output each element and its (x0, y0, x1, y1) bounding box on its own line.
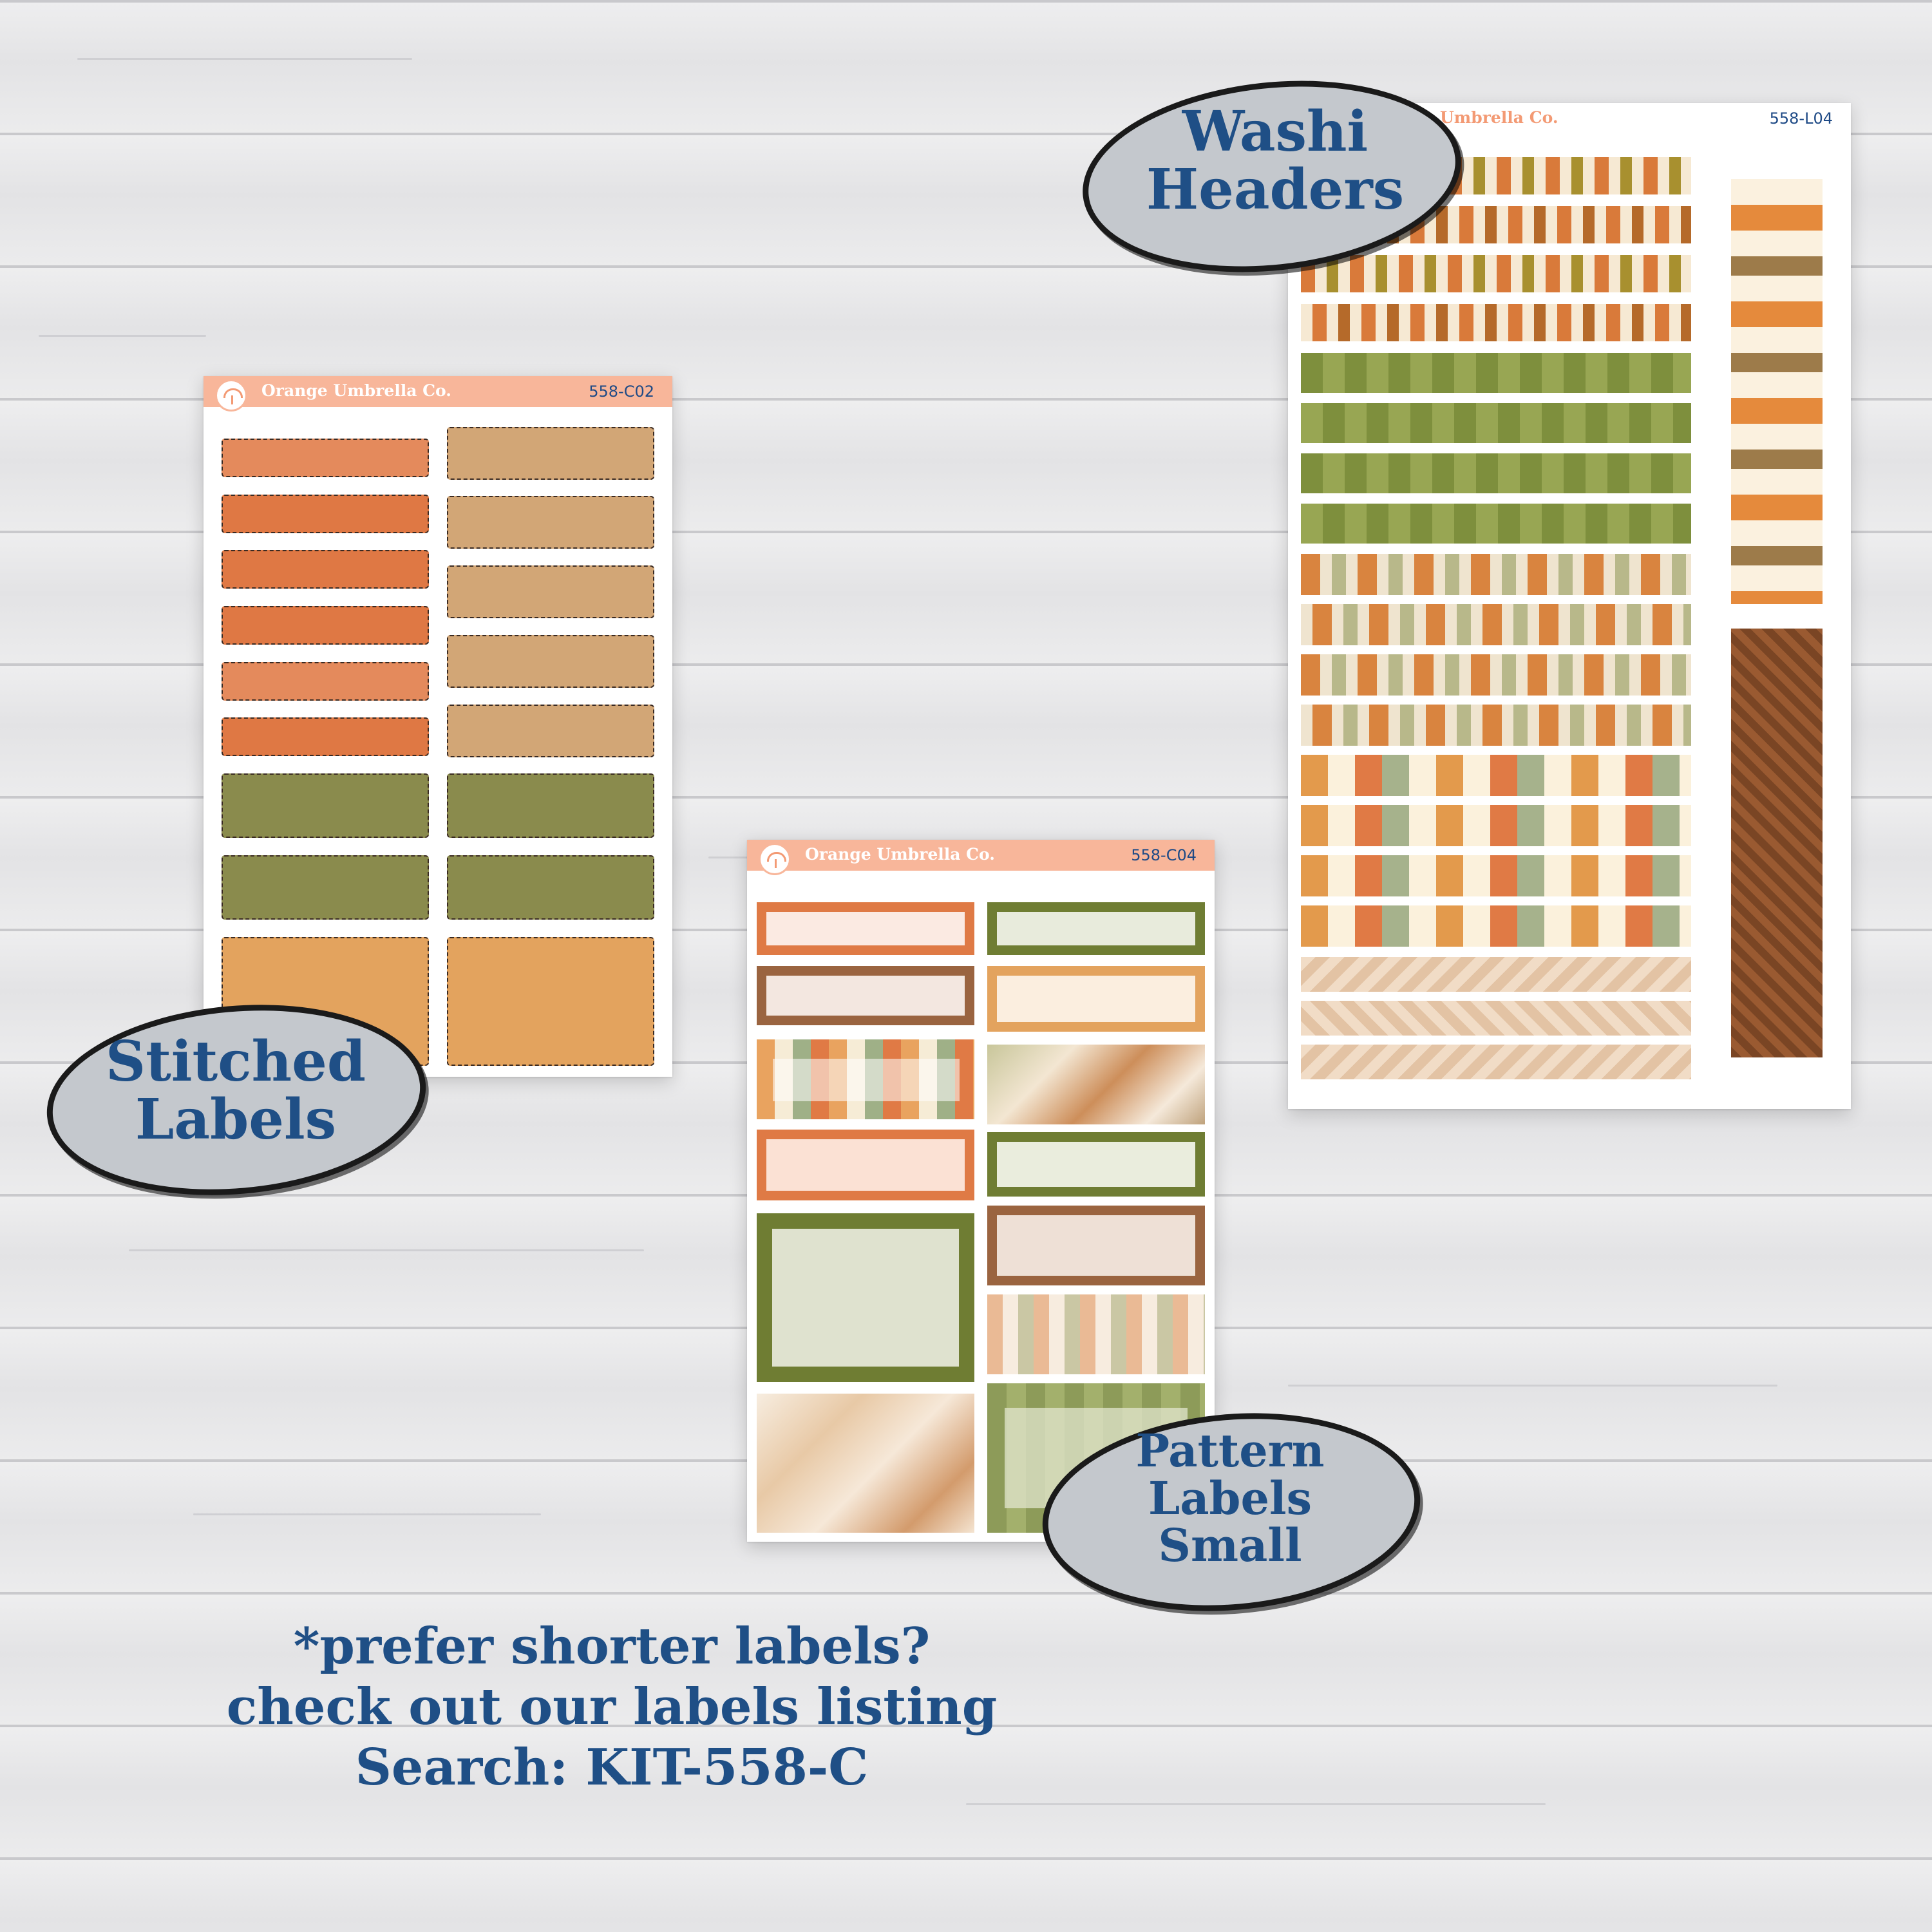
washi-headers-badge-text: Washi Headers (1114, 99, 1436, 223)
pattern-label (987, 1132, 1205, 1197)
stitched-label (447, 773, 654, 838)
pattern-label (987, 1206, 1205, 1285)
pattern-label (987, 966, 1205, 1032)
washi-strip (1301, 403, 1691, 443)
badge-line: Stitched (106, 1029, 366, 1094)
washi-strip (1301, 504, 1691, 544)
washi-strip (1301, 604, 1691, 645)
washi-vertical-strip (1731, 179, 1823, 604)
stitched-label (222, 495, 429, 533)
washi-strip (1301, 1045, 1691, 1079)
pattern-label (757, 1213, 974, 1382)
pattern-label (757, 902, 974, 955)
pattern-labels-sheet: Orange Umbrella Co. 558-C04 (747, 840, 1215, 1542)
stitched-label (447, 635, 654, 688)
badge-line: Labels (1148, 1471, 1312, 1525)
pattern-label (987, 902, 1205, 955)
stitched-label (447, 855, 654, 920)
washi-strip (1301, 654, 1691, 696)
wood-plank (0, 1725, 1932, 1860)
washi-strip (1301, 304, 1691, 341)
sheet-header: Orange Umbrella Co. 558-C04 (747, 840, 1215, 875)
brand-name: Orange Umbrella Co. (805, 845, 995, 864)
stitched-label (447, 496, 654, 549)
wood-grain (77, 58, 412, 60)
brand-name: Orange Umbrella Co. (261, 381, 451, 400)
stitched-label (222, 550, 429, 589)
sheet-code: 558-C02 (589, 383, 654, 401)
stitched-labels-sheet: Orange Umbrella Co. 558-C02 (204, 376, 672, 1077)
washi-strip (1301, 957, 1691, 992)
wood-grain (39, 335, 206, 337)
promo-note-line: *prefer shorter labels? (293, 1617, 931, 1676)
stitched-label (222, 855, 429, 920)
pattern-label (757, 1394, 974, 1533)
stitched-label (447, 937, 654, 1066)
wood-grain (1288, 1385, 1777, 1387)
pattern-label (757, 1130, 974, 1200)
stitched-label (447, 427, 654, 480)
sheet-header: Orange Umbrella Co. 558-C02 (204, 376, 672, 412)
stitched-label (222, 773, 429, 838)
stitched-label (447, 705, 654, 757)
promo-note-line: Search: KIT-558-C (355, 1738, 869, 1797)
washi-strip (1301, 255, 1691, 292)
washi-strip (1301, 705, 1691, 746)
stitched-label (447, 565, 654, 618)
pattern-label (757, 966, 974, 1025)
badge-line: Washi (1182, 99, 1368, 164)
pattern-label (987, 1294, 1205, 1374)
washi-strip (1301, 755, 1691, 796)
badge-line: Pattern (1135, 1424, 1325, 1477)
stitched-label (222, 717, 429, 756)
brand-name: Umbrella Co. (1440, 108, 1558, 127)
stitched-label (222, 606, 429, 645)
wood-plank (0, 1857, 1932, 1932)
washi-vertical-strip (1731, 629, 1823, 1057)
pattern-label (987, 1045, 1205, 1124)
promo-note: *prefer shorter labels? check out our la… (142, 1616, 1082, 1798)
promo-note-line: check out our labels listing (226, 1678, 998, 1736)
washi-strip (1301, 805, 1691, 846)
umbrella-logo-icon (759, 843, 791, 875)
washi-strip (1301, 905, 1691, 947)
wood-grain (966, 1803, 1546, 1805)
pattern-label (773, 1059, 960, 1101)
badge-line: Labels (135, 1087, 337, 1153)
wood-plank (0, 1592, 1932, 1727)
washi-headers-sheet: Umbrella Co. 558-L04 (1288, 103, 1851, 1109)
stitched-labels-badge-text: Stitched Labels (71, 1029, 401, 1153)
washi-strip (1301, 453, 1691, 493)
sheet-code: 558-L04 (1769, 109, 1833, 128)
washi-strip (1301, 554, 1691, 595)
umbrella-logo-icon (215, 379, 247, 412)
badge-line: Headers (1146, 157, 1405, 223)
stitched-label (222, 662, 429, 701)
pattern-labels-small-badge-text: Pattern Labels Small (1069, 1427, 1391, 1569)
wood-grain (193, 1513, 541, 1515)
badge-line: Small (1158, 1519, 1302, 1572)
sheet-code: 558-C04 (1131, 846, 1197, 864)
washi-strip (1301, 353, 1691, 393)
wood-grain (129, 1249, 644, 1251)
washi-strip (1301, 855, 1691, 896)
stitched-label (222, 439, 429, 477)
washi-strip (1301, 1001, 1691, 1036)
